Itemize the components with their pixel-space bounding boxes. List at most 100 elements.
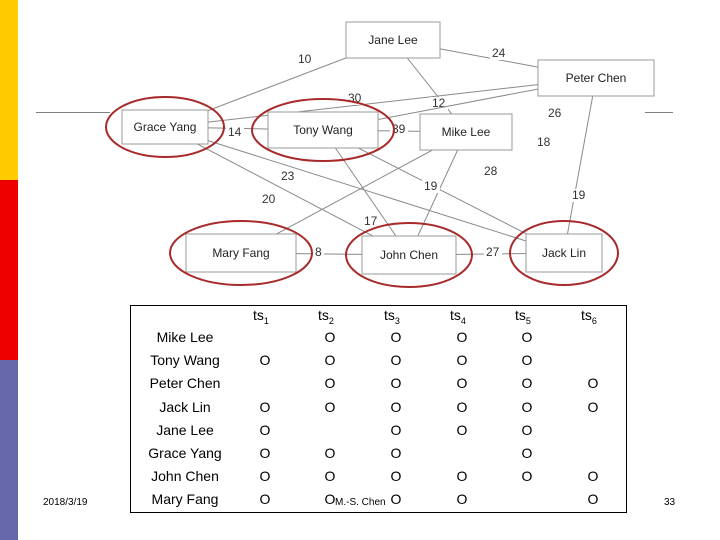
membership-mark: O [521,445,533,461]
edge-weight-bg [482,165,500,178]
footer-author: M.-S. Chen [335,497,386,508]
edge-weight-bg [362,215,380,228]
edge-mike-john [408,131,467,256]
edge-weight-bg [279,170,297,183]
edge-weight-peter-jack: 19 [572,188,586,202]
membership-mark: O [259,445,271,461]
edge-weight-tony-jack: 28 [484,164,498,178]
edge-weight-jane-grace: 10 [298,52,312,66]
node-mary [185,233,297,273]
node-label-john: John Chen [380,248,438,262]
edge-weight-bg [260,193,278,206]
row-label: Jane Lee [156,421,214,438]
edge-weight-grace-john: 20 [262,192,276,206]
membership-table [130,305,627,513]
membership-mark: O [521,421,533,438]
edge-mike-mary [240,131,467,254]
column-header-subscript: 3 [394,315,400,326]
edge-weight-grace-tony: 14 [228,125,242,139]
edge-weight-bg [226,126,244,139]
accent-bar-red [0,180,18,360]
column-header-subscript: 5 [525,315,531,326]
membership-mark: O [390,491,402,508]
node-tony [267,111,379,149]
column-header-base: ts [318,307,329,323]
membership-mark: O [521,468,533,485]
highlight-ring-john [345,222,473,288]
membership-mark: O [324,352,336,369]
divider-left [36,112,110,113]
edge-weight-mary-john: 8 [315,245,322,259]
membership-mark: O [456,352,468,369]
membership-mark: O [456,398,468,415]
accent-bar-blue [0,360,18,540]
membership-mark: O [587,375,599,392]
footer-date: 2018/3/19 [43,497,88,508]
row-label: Grace Yang [148,445,222,461]
membership-mark: O [390,421,402,438]
column-header-5: ts5 [515,307,531,326]
highlight-ring-grace [105,96,225,158]
node-label-peter: Peter Chen [566,71,627,85]
node-grace [121,109,209,145]
membership-mark: O [259,398,271,415]
edge-weight-bg [535,136,553,149]
membership-mark: O [324,445,336,461]
membership-mark: O [587,491,599,508]
graph-highlights [105,96,619,288]
node-label-jack: Jack Lin [542,246,586,260]
edge-weight-bg [422,180,440,193]
membership-mark: O [456,491,468,508]
membership-mark: O [456,329,468,345]
edge-weight-tony-peter: 26 [548,106,562,120]
node-label-jane: Jane Lee [368,33,418,47]
membership-mark: O [587,398,599,415]
edge-weight-tony-john: 17 [364,214,378,228]
edge-weight-jane-peter: 24 [492,46,506,60]
membership-mark: O [259,421,271,438]
membership-mark: O [456,468,468,485]
row-label: John Chen [151,468,219,485]
membership-mark: O [390,398,402,415]
row-label: Jack Lin [159,398,211,415]
column-header-2: ts2 [318,307,334,326]
membership-mark: O [390,445,402,461]
membership-mark: O [324,398,336,415]
membership-mark: O [390,468,402,485]
column-header-base: ts [450,307,461,323]
highlight-ring-jack [509,220,619,286]
membership-mark: O [521,352,533,369]
membership-mark: O [259,491,271,508]
edge-weight-grace-jack: 23 [281,169,295,183]
column-header-4: ts4 [450,307,466,326]
edge-weight-bg [490,47,508,60]
membership-mark: O [521,398,533,415]
node-label-mary: Mary Fang [212,246,269,260]
edge-weight-bg [313,246,324,259]
membership-mark: O [456,375,468,392]
membership-mark: O [324,375,336,392]
edge-grace-peter [164,77,597,128]
membership-mark: O [390,329,402,345]
node-peter [537,59,655,97]
membership-mark: O [390,375,402,392]
edge-weight-bg [546,107,564,120]
node-jack [525,233,603,273]
membership-mark: O [587,468,599,485]
column-header-base: ts [515,307,526,323]
column-header-base: ts [581,307,592,323]
edge-weight-jane-mike: 12 [432,96,446,110]
column-header-base: ts [384,307,395,323]
node-mike [419,113,513,151]
membership-mark: O [259,468,271,485]
row-label: Peter Chen [149,375,221,392]
node-jane [345,21,441,59]
column-header-subscript: 2 [328,315,334,326]
edge-peter-jack [563,77,597,254]
divider-right [645,112,673,113]
edge-weight-bg [484,246,502,259]
edge-weight-bg [570,189,588,202]
